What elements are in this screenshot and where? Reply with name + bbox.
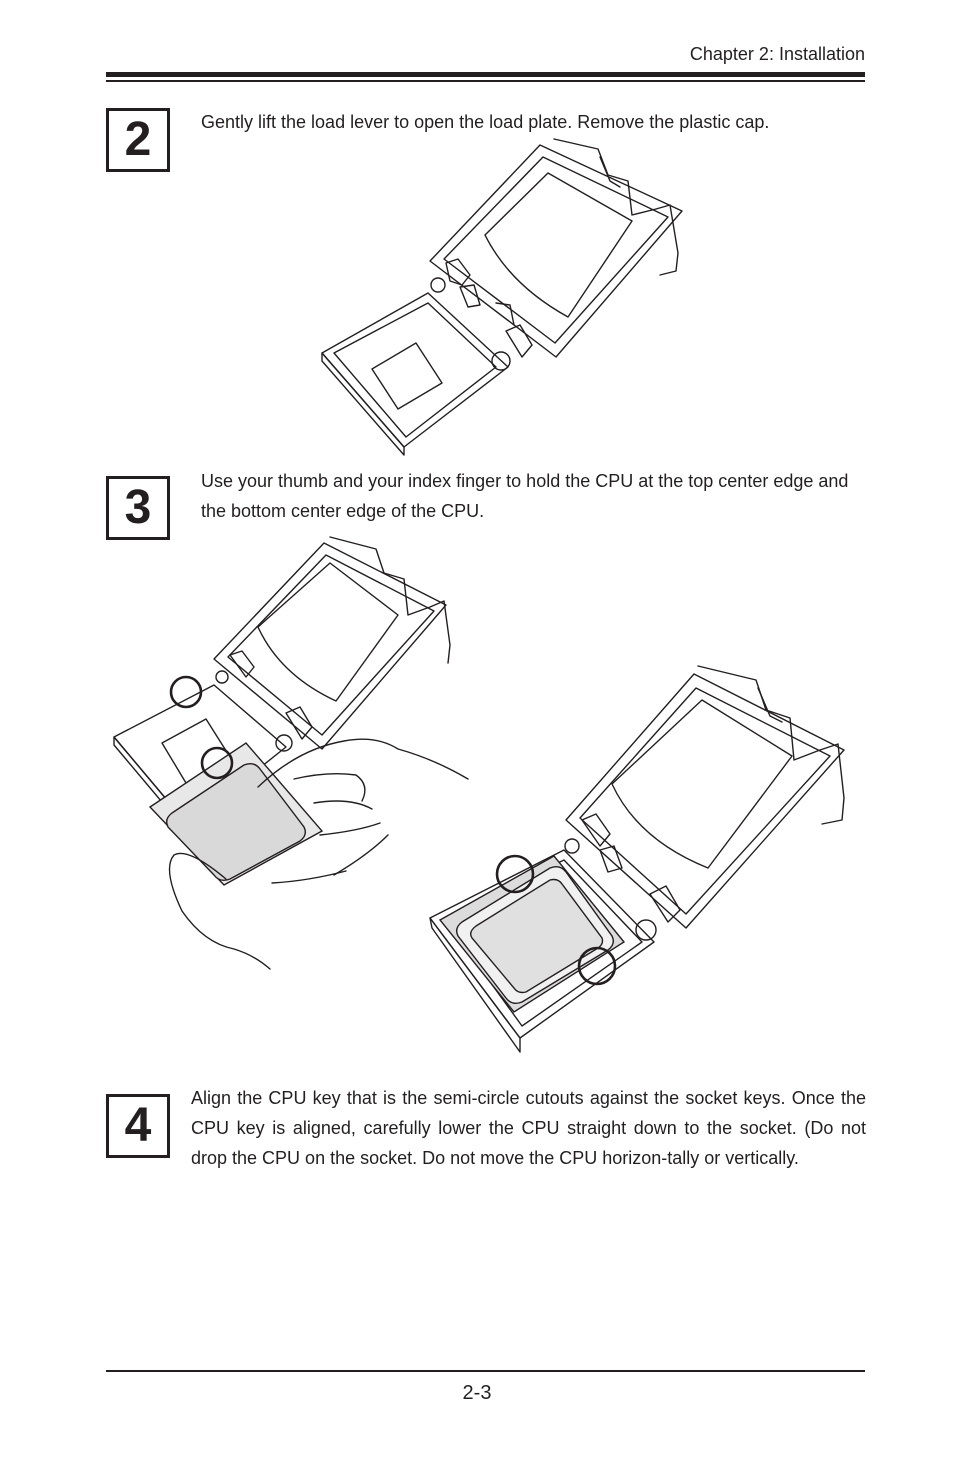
socket-open-illustration — [321, 138, 683, 456]
step-2-text: Gently lift the load lever to open the l… — [201, 112, 770, 132]
page-number: 2-3 — [462, 1382, 492, 1404]
step-2-number-box: 2 — [106, 108, 170, 172]
step-3-number-box: 3 — [106, 476, 170, 540]
step-4-number-box: 4 — [106, 1094, 170, 1158]
header-rule-thick — [106, 72, 865, 77]
cpu-hold-illustration — [113, 536, 469, 970]
step-4-text: Align the CPU key that is the semi-circl… — [191, 1088, 866, 1168]
step-number: 3 — [124, 481, 152, 534]
footer-rule — [106, 1370, 865, 1372]
header-rule-thin — [106, 80, 865, 82]
cpu-aligned-illustration — [429, 665, 845, 1053]
step-number: 2 — [124, 113, 152, 166]
chapter-header: Chapter 2: Installation — [689, 44, 865, 64]
step-number: 4 — [124, 1099, 152, 1152]
step-3-text: Use your thumb and your index finger to … — [201, 471, 849, 521]
